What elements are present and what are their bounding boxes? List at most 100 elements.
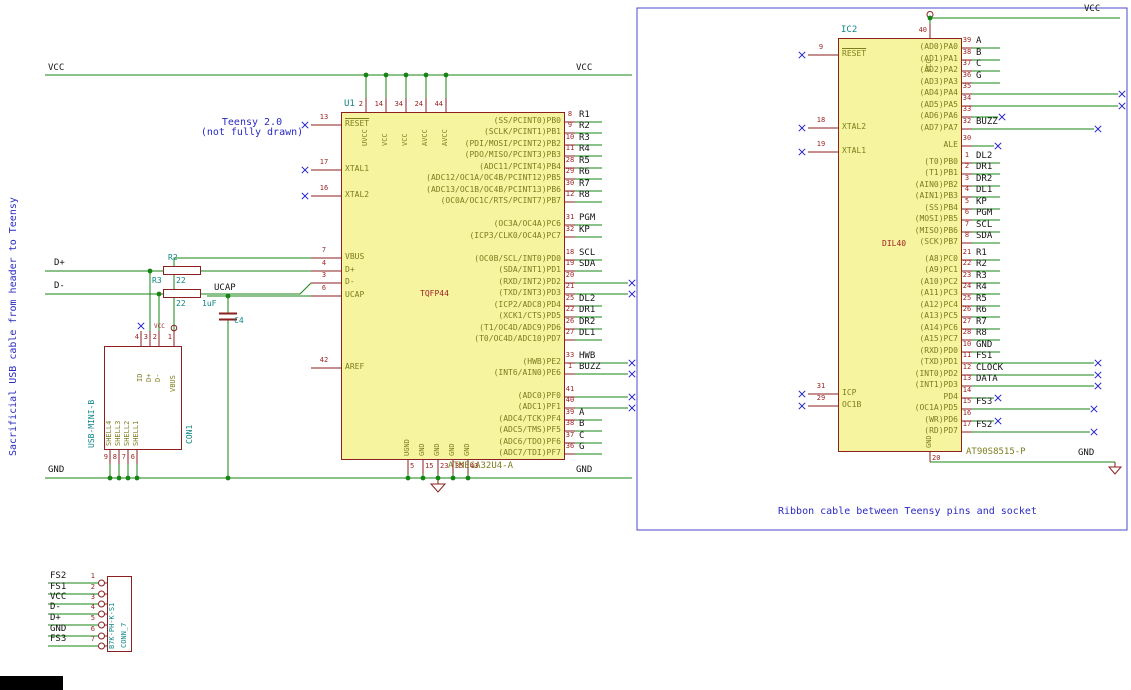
pin-number: 6 (130, 453, 135, 461)
pin-name: (SS/PCINT0)PB0 (493, 116, 561, 125)
junction-dot (465, 475, 471, 481)
pin-name: (ADC12/OC1A/OC4B/PCINT12)PB5 (426, 173, 561, 182)
pin-number: 3 (143, 333, 148, 341)
no-connect-icon (1090, 428, 1098, 436)
pin-name: (WR)PD6 (924, 415, 958, 424)
no-connect-icon (1118, 102, 1126, 110)
dplus-net-label: D+ (54, 258, 65, 268)
no-connect-icon (798, 390, 806, 398)
pin-number: 36 (962, 71, 972, 79)
junction-dot (107, 475, 113, 481)
pin-name: (AD5)PA5 (919, 100, 958, 109)
no-connect-icon (1094, 371, 1102, 379)
pin-number: 2 (964, 162, 970, 170)
pin-number: 2 (358, 100, 363, 108)
net-label: BUZZ (976, 117, 998, 127)
no-connect-icon (1094, 359, 1102, 367)
pin-number: 20 (565, 271, 575, 279)
pin-name: (ADC1)PF1 (517, 402, 561, 411)
pin-number: 2 (90, 583, 95, 591)
conn7-reference: CONN_7 (120, 622, 128, 648)
pin-name: GND (433, 443, 441, 456)
pin-number: 9 (103, 453, 108, 461)
pin-number: 20 (932, 454, 941, 462)
no-connect-icon (628, 359, 636, 367)
pin-circle (98, 621, 105, 629)
pin-name: VCC (925, 59, 933, 72)
junction-dot (423, 72, 429, 78)
pin-number: 7 (321, 246, 327, 254)
ic2-value: AT90S8515-P (966, 447, 1026, 457)
no-connect-icon (628, 279, 636, 287)
pin-number: 8 (964, 231, 970, 239)
con1-body (104, 346, 182, 450)
no-connect-icon (301, 192, 309, 200)
pin-number: 14 (374, 100, 383, 108)
pin-name: (ADC11/PCINT4)PB4 (479, 162, 561, 171)
teensy-note: Teensy 2.0 (not fully drawn) (200, 117, 304, 138)
net-label: D- (50, 602, 61, 612)
net-label: R3 (976, 271, 987, 281)
net-label: FS1 (50, 582, 67, 592)
pin-name: UVCC (361, 129, 369, 146)
pin-name: (A9)PC1 (924, 265, 958, 274)
pin-number: 4 (964, 185, 970, 193)
pin-name: (A15)PC7 (919, 334, 958, 343)
pin-name: (INT1)PD3 (914, 380, 958, 389)
ic2-vcc-label: VCC (1084, 4, 1101, 14)
pin-number: 41 (565, 385, 575, 393)
pin-name: (T0)PB0 (924, 157, 958, 166)
no-connect-icon (1090, 405, 1098, 413)
pin-name: (OC3A/OC4A)PC6 (493, 219, 561, 228)
net-label: DATA (976, 374, 998, 384)
pin-number: 15 (425, 462, 434, 470)
pin-name: (A8)PC0 (924, 254, 958, 263)
junction-dot (116, 475, 122, 481)
r3-reference: R3 (152, 276, 162, 285)
net-label: D+ (50, 613, 61, 623)
pin-number: 6 (90, 625, 95, 633)
pin-name: GND (448, 443, 456, 456)
junction-dot (225, 475, 231, 481)
no-connect-icon (301, 121, 309, 129)
junction-dot (420, 475, 426, 481)
pin-name: ALE (943, 140, 958, 149)
pin-name: (AD4)PA4 (919, 88, 958, 97)
net-label: R7 (579, 179, 590, 189)
pin-number: 3 (964, 174, 970, 182)
pin-number: 5 (410, 462, 415, 470)
pin-name: (AD2)PA2 (919, 65, 958, 74)
dminus-net-label: D- (54, 281, 65, 291)
no-connect-icon (301, 166, 309, 174)
no-connect-icon (798, 402, 806, 410)
pin-name: (RXD/INT2)PD2 (498, 277, 561, 286)
net-label: A (579, 408, 585, 418)
net-label: R6 (976, 305, 987, 315)
pin-number: 19 (565, 259, 575, 267)
net-label: DL2 (579, 294, 596, 304)
net-label: B (976, 48, 982, 58)
pin-number: 22 (565, 305, 575, 313)
con1-reference: CON1 (185, 424, 194, 444)
pin-number: 36 (565, 442, 575, 450)
pin-name: D+ (145, 373, 153, 382)
no-connect-icon (137, 322, 145, 330)
pin-number: 33 (565, 351, 575, 359)
pin-number: 7 (121, 453, 126, 461)
pin-number: 12 (962, 363, 972, 371)
pin-name: XTAL1 (345, 164, 370, 173)
pin-number: 11 (962, 351, 972, 359)
pin-number: 1 (964, 151, 970, 159)
c4-reference: C4 (234, 316, 244, 325)
pin-number: 30 (565, 179, 575, 187)
pin-name: (SDA/INT1)PD1 (498, 265, 561, 274)
pin-name: (ADC4/TCK)PF4 (498, 414, 561, 423)
vcc-symbol-icon (170, 324, 178, 332)
pin-number: 4 (321, 259, 327, 267)
pin-name: GND (418, 443, 426, 456)
pin-name: (A12)PC4 (919, 300, 958, 309)
net-label: GND (50, 624, 67, 634)
no-connect-icon (1094, 382, 1102, 390)
pin-name: OC1B (842, 400, 862, 409)
pin-name: D- (154, 373, 162, 382)
